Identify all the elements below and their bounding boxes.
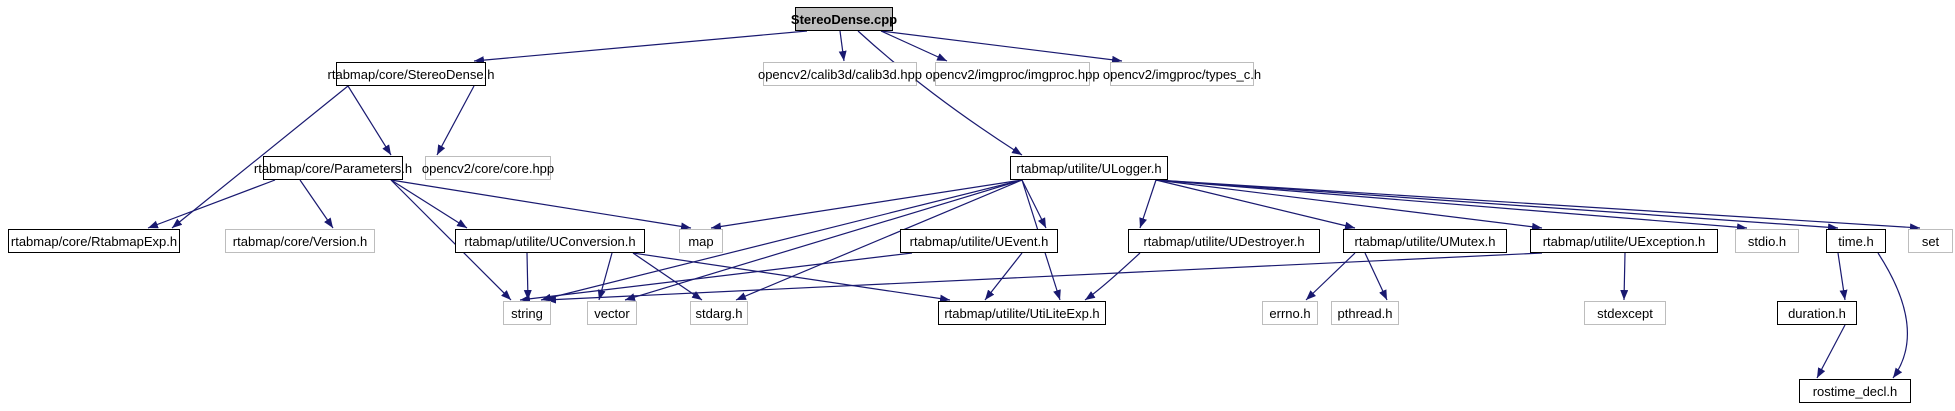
graph-node-time[interactable]: time.h (1826, 229, 1886, 253)
edge-uexception-to-stdexcept (1620, 252, 1629, 301)
graph-node-stdarg: stdarg.h (690, 301, 748, 325)
graph-node-uexception[interactable]: rtabmap/utilite/UException.h (1530, 229, 1718, 253)
graph-node-set: set (1908, 229, 1953, 253)
graph-node-ulogger[interactable]: rtabmap/utilite/ULogger.h (1010, 156, 1168, 180)
edge-root-to-calib3d (838, 30, 847, 62)
graph-node-core_hpp: opencv2/core/core.hpp (422, 156, 554, 180)
edge-ulogger-to-map (710, 179, 1023, 231)
graph-node-udestroyer[interactable]: rtabmap/utilite/UDestroyer.h (1128, 229, 1320, 253)
edge-uconversion-to-string (523, 252, 532, 301)
edge-uconversion-to-utiliteexp (632, 252, 951, 303)
edge-ulogger-to-uevent (1021, 179, 1047, 229)
graph-node-stereodense_h[interactable]: rtabmap/core/StereoDense.h (328, 62, 494, 86)
graph-node-calib3d: opencv2/calib3d/calib3d.hpp (758, 62, 922, 86)
graph-node-uevent[interactable]: rtabmap/utilite/UEvent.h (900, 229, 1058, 253)
edge-umutex-to-errno (1305, 252, 1356, 301)
graph-node-utiliteexp[interactable]: rtabmap/utilite/UtiLiteExp.h (938, 301, 1106, 325)
edge-stereodense_h-to-parameters (347, 85, 392, 156)
edge-parameters-to-version (299, 179, 334, 229)
edge-root-to-ulogger (857, 30, 1023, 156)
edge-ulogger-to-stdio (1155, 179, 1748, 232)
edge-ulogger-to-set (1155, 179, 1921, 232)
edge-ulogger-to-umutex (1155, 179, 1356, 230)
edge-root-to-imgproc (880, 30, 948, 62)
graph-node-vector: vector (587, 301, 637, 325)
edge-parameters-to-uconversion (390, 179, 468, 229)
edge-root-to-stereodense_h (473, 30, 808, 65)
graph-node-uconversion[interactable]: rtabmap/utilite/UConversion.h (455, 229, 645, 253)
edge-root-to-types_c (880, 30, 1123, 64)
edge-stereodense_h-to-core_hpp (436, 85, 475, 156)
graph-node-umutex[interactable]: rtabmap/utilite/UMutex.h (1343, 229, 1507, 253)
edge-parameters-to-string (390, 179, 512, 301)
edge-time-to-duration (1837, 252, 1848, 301)
edge-ulogger-to-string (540, 179, 1023, 302)
edge-uconversion-to-vector (597, 252, 613, 301)
graph-node-root: StereoDense.cpp (791, 7, 897, 31)
edge-ulogger-to-uexception (1155, 179, 1543, 231)
graph-node-errno: errno.h (1262, 301, 1318, 325)
graph-node-types_c: opencv2/imgproc/types_c.h (1103, 62, 1261, 86)
edge-uevent-to-utiliteexp (984, 252, 1023, 301)
edge-ulogger-to-udestroyer (1139, 179, 1157, 229)
graph-node-rostime[interactable]: rostime_decl.h (1799, 379, 1911, 403)
graph-node-rtabmapexp[interactable]: rtabmap/core/RtabmapExp.h (8, 229, 180, 253)
graph-node-string: string (503, 301, 551, 325)
graph-node-stdexcept: stdexcept (1584, 301, 1666, 325)
edge-uevent-to-string (519, 252, 913, 303)
graph-node-map: map (679, 229, 723, 253)
edge-parameters-to-rtabmapexp (147, 179, 276, 229)
graph-node-pthread: pthread.h (1331, 301, 1399, 325)
graph-node-imgproc: opencv2/imgproc/imgproc.hpp (925, 62, 1100, 86)
edge-duration-to-rostime (1816, 324, 1846, 379)
edge-stereodense_h-to-rtabmapexp (171, 85, 349, 229)
edge-ulogger-to-time (1155, 179, 1839, 232)
edge-time-to-rostime (1877, 252, 1909, 379)
graph-node-parameters[interactable]: rtabmap/core/Parameters.h (254, 156, 412, 180)
graph-node-stdio: stdio.h (1735, 229, 1799, 253)
edge-parameters-to-map (390, 179, 692, 231)
edge-ulogger-to-stdarg (735, 179, 1023, 301)
graph-node-version: rtabmap/core/Version.h (225, 229, 375, 253)
edge-udestroyer-to-utiliteexp (1084, 252, 1141, 301)
edge-uexception-to-string (545, 252, 1543, 304)
edge-uconversion-to-stdarg (632, 252, 703, 301)
graph-node-duration[interactable]: duration.h (1777, 301, 1857, 325)
